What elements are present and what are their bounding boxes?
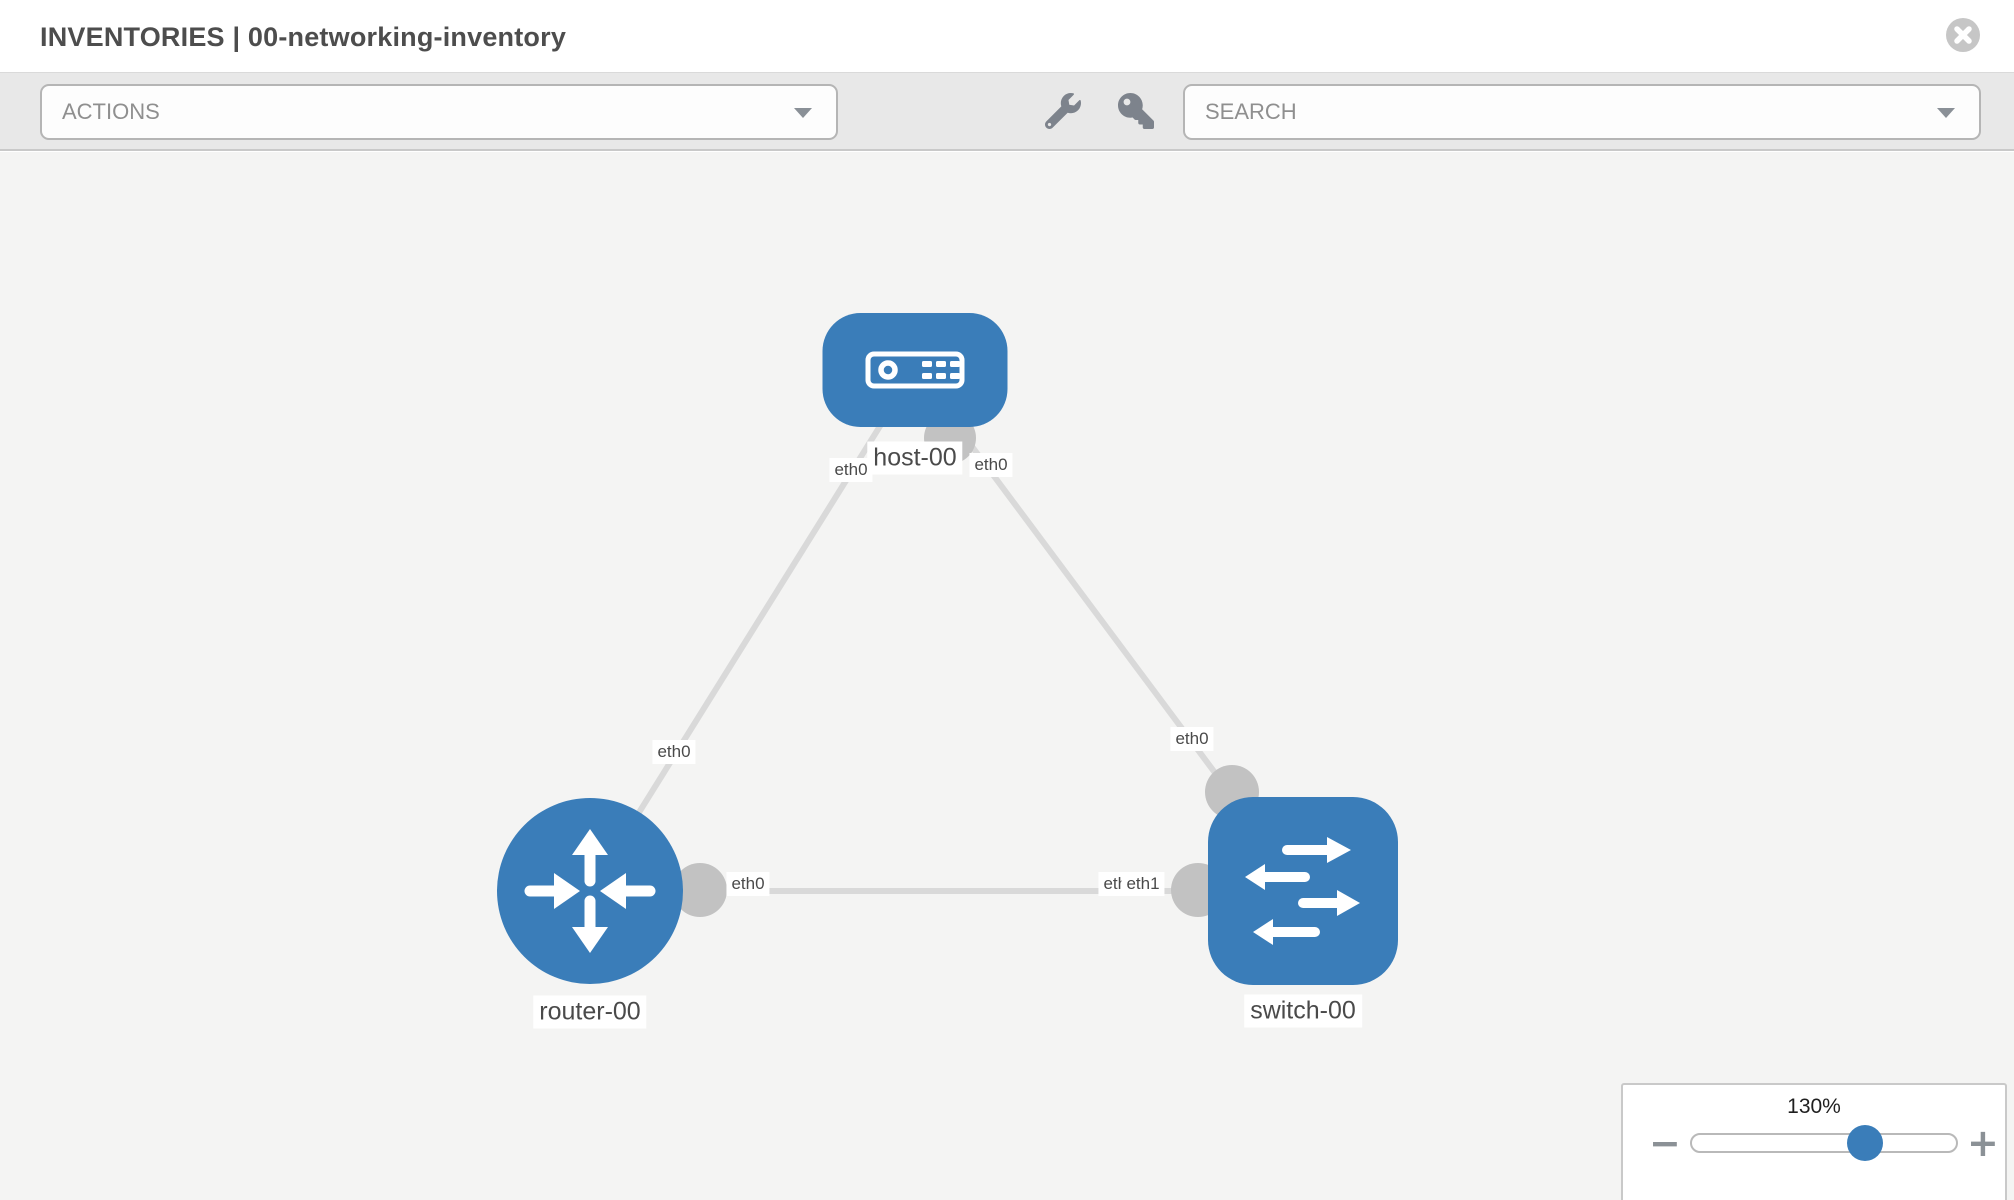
link-host-00-router-00[interactable] — [587, 368, 918, 893]
host-icon — [865, 351, 965, 389]
credentials-button[interactable] — [1117, 93, 1155, 131]
node-host-00[interactable] — [822, 313, 1008, 427]
node-router-00[interactable] — [497, 798, 683, 984]
switch-icon — [1245, 837, 1360, 945]
node-switch-00[interactable] — [1208, 797, 1398, 985]
chevron-down-icon — [794, 108, 812, 118]
page-title: INVENTORIES | 00-networking-inventory — [40, 22, 567, 52]
router-icon — [524, 829, 656, 953]
toolbar: ACTIONS SEARCH — [0, 73, 2014, 151]
zoom-level-value: 130% — [1787, 1095, 1841, 1118]
search-dropdown[interactable]: SEARCH — [1183, 84, 1981, 140]
header: INVENTORIES | 00-networking-inventory — [0, 0, 2014, 73]
zoom-slider[interactable] — [1690, 1125, 1958, 1161]
key-icon — [1118, 93, 1154, 132]
tools-button[interactable] — [1044, 93, 1082, 131]
close-icon — [1945, 18, 1981, 56]
actions-dropdown[interactable]: ACTIONS — [40, 84, 838, 140]
search-dropdown-label: SEARCH — [1205, 99, 1297, 124]
zoom-in-button[interactable]: + — [1967, 1121, 1999, 1165]
wrench-icon — [1044, 93, 1081, 132]
interface-connector — [673, 863, 727, 917]
zoom-slider-thumb[interactable] — [1847, 1125, 1883, 1161]
close-button[interactable] — [1945, 17, 1981, 53]
chevron-down-icon — [1937, 108, 1955, 118]
actions-dropdown-label: ACTIONS — [62, 99, 160, 124]
zoom-out-button[interactable]: − — [1649, 1121, 1681, 1165]
zoom-control-panel: 130% − + — [1621, 1083, 2007, 1200]
topology-graph — [497, 313, 1398, 985]
